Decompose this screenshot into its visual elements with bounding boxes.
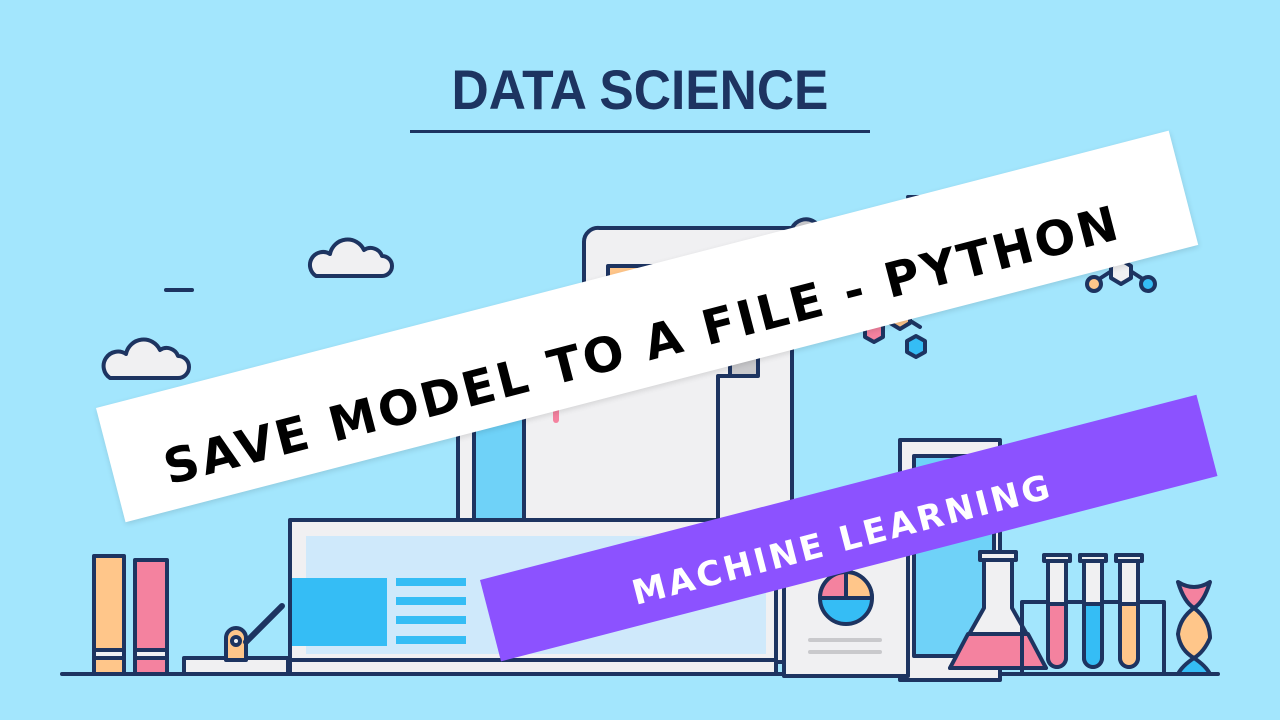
test-tubes-icon	[1020, 553, 1166, 676]
dna-icon	[1176, 580, 1212, 676]
page-title: DATA SCIENCE	[451, 58, 829, 121]
title-underline	[410, 130, 870, 133]
cloud-icon	[308, 237, 394, 278]
books-icon	[92, 554, 169, 676]
cloud-icon	[101, 337, 191, 380]
microscope-icon	[182, 603, 290, 676]
